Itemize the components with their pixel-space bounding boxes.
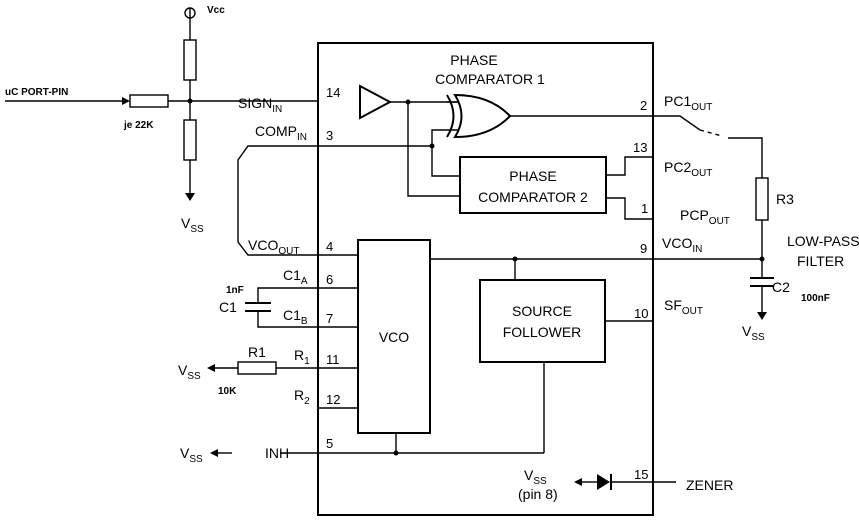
- zener-diode: [597, 474, 610, 490]
- inh-vss-arrow: [210, 449, 218, 457]
- c2-vss-arrow: [757, 312, 767, 320]
- c1b-label: C1B: [283, 307, 308, 327]
- inh-vss-label: VSS: [180, 445, 203, 465]
- vss-label-left-network: VSS: [181, 215, 204, 235]
- pulldown-resistor: [183, 119, 197, 161]
- low-pass-label-line1: LOW-PASS: [787, 233, 859, 249]
- c2-label: C2: [772, 279, 790, 295]
- pin-4: 4: [326, 239, 333, 254]
- phase-comparator-1-title: PHASE: [450, 52, 497, 68]
- vss-pin8-label: VSS: [524, 467, 547, 487]
- pc2-out-label: PC2OUT: [664, 159, 712, 179]
- phase-comparator-1-subtitle: COMPARATOR 1: [435, 71, 545, 87]
- phase-comparator-2-title: PHASE: [509, 168, 556, 184]
- series-resistor: [129, 94, 169, 108]
- sign-in-label: SIGNIN: [238, 95, 282, 115]
- pullup-resistor: [183, 39, 197, 81]
- zener-label: ZENER: [686, 477, 733, 493]
- feedback-loop-wire: [237, 145, 318, 256]
- pin-2: 2: [640, 98, 647, 113]
- pin-9: 9: [640, 241, 647, 256]
- pin-6: 6: [326, 272, 333, 287]
- r1-vss-arrow: [207, 364, 215, 372]
- ic-outline: [317, 42, 654, 516]
- vss-pin8-arrow: [574, 478, 582, 486]
- vco-in-label: VCOIN: [662, 235, 702, 255]
- r3-resistor: [755, 177, 769, 221]
- pc1-out-label: PC1OUT: [664, 93, 712, 113]
- vco-block-label: VCO: [379, 329, 409, 345]
- pc1-switch: [699, 129, 723, 137]
- c1-part-label: C1: [219, 299, 237, 315]
- c1a-label: C1A: [283, 267, 308, 287]
- source-follower-block: [479, 279, 606, 363]
- r3-label: R3: [776, 191, 794, 207]
- pin-5: 5: [326, 436, 333, 451]
- pin-15: 15: [634, 467, 648, 482]
- vcc-label: Vcc: [207, 5, 225, 16]
- vco-out-label: VCOOUT: [248, 237, 299, 257]
- pin-7: 7: [326, 311, 333, 326]
- r1-part-label: R1: [248, 344, 266, 360]
- pin-14: 14: [326, 85, 340, 100]
- uc-port-pin-label: uC PORT-PIN: [5, 87, 68, 98]
- input-buffer: [359, 84, 393, 120]
- c2-value: 100nF: [801, 293, 830, 304]
- pin-11: 11: [326, 352, 340, 367]
- phase-comparator-1-xor: [453, 93, 512, 139]
- sf-out-label: SFOUT: [664, 297, 703, 317]
- pin-1: 1: [641, 201, 648, 216]
- r1-vss-label: VSS: [178, 362, 201, 382]
- phase-comparator-2-block: [459, 156, 607, 214]
- pin8-label: (pin 8): [518, 486, 558, 502]
- pin-13: 13: [633, 140, 647, 155]
- pin-12: 12: [326, 392, 340, 407]
- source-follower-subtitle: FOLLOWER: [503, 324, 582, 340]
- comp-in-label: COMPIN: [255, 123, 307, 143]
- r1-resistor: [237, 361, 277, 375]
- r1-value: 10K: [218, 386, 237, 397]
- c1-value: 1nF: [226, 285, 244, 296]
- c2-vss-label: VSS: [742, 323, 765, 343]
- pin-10: 10: [634, 306, 648, 321]
- low-pass-label-line2: FILTER: [797, 253, 844, 269]
- inh-label: INH: [265, 445, 289, 461]
- resistor-note: je 22K: [123, 120, 154, 131]
- pin-3: 3: [326, 128, 333, 143]
- phase-comparator-2-subtitle: COMPARATOR 2: [478, 189, 588, 205]
- r2-pin-label: R2: [294, 387, 310, 407]
- input-arrow: [122, 97, 130, 105]
- vss-arrow-left-network: [185, 193, 195, 201]
- vco-block: [357, 239, 431, 434]
- pcp-out-label: PCPOUT: [680, 207, 730, 227]
- r1-pin-label: R1: [294, 347, 310, 367]
- source-follower-title: SOURCE: [512, 303, 572, 319]
